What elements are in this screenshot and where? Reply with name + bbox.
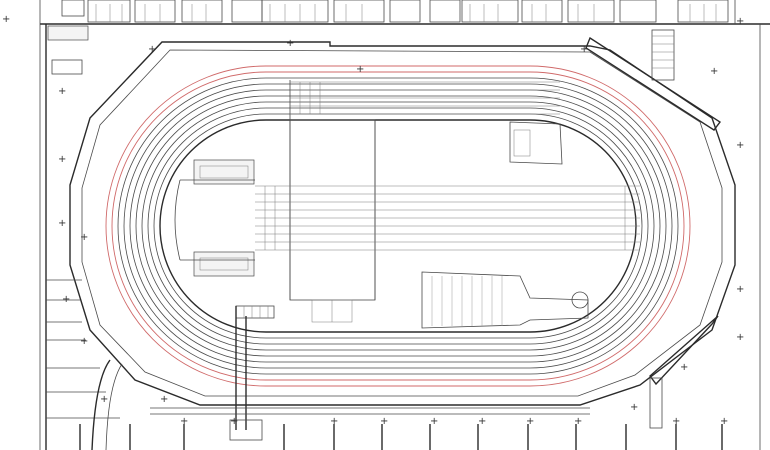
svg-text:+: + bbox=[148, 44, 156, 55]
svg-text:+: + bbox=[230, 416, 238, 427]
svg-text:+: + bbox=[430, 416, 438, 427]
svg-text:+: + bbox=[478, 416, 486, 427]
stair-core bbox=[229, 305, 275, 441]
bottom-columns bbox=[79, 424, 723, 450]
svg-text:+: + bbox=[574, 416, 582, 427]
svg-text:+: + bbox=[100, 394, 108, 405]
svg-text:+: + bbox=[736, 16, 744, 27]
svg-text:+: + bbox=[710, 66, 718, 77]
grid-markers: + + + + + + + + + + + + + + + + + + + + … bbox=[2, 14, 744, 427]
svg-text:+: + bbox=[380, 416, 388, 427]
svg-text:+: + bbox=[58, 154, 66, 165]
top-rooms-strip bbox=[39, 0, 770, 450]
infield bbox=[174, 80, 640, 329]
right-ramps bbox=[585, 24, 761, 450]
svg-text:+: + bbox=[672, 416, 680, 427]
svg-text:+: + bbox=[2, 14, 10, 25]
outer-shell bbox=[69, 41, 736, 406]
running-track bbox=[105, 65, 691, 387]
svg-text:+: + bbox=[630, 402, 638, 413]
svg-text:+: + bbox=[580, 44, 588, 55]
svg-text:+: + bbox=[62, 294, 70, 305]
svg-text:+: + bbox=[180, 416, 188, 427]
left-side-rooms bbox=[46, 59, 123, 450]
svg-text:+: + bbox=[160, 394, 168, 405]
svg-text:+: + bbox=[736, 332, 744, 343]
svg-text:+: + bbox=[356, 64, 364, 75]
svg-text:+: + bbox=[736, 140, 744, 151]
svg-text:+: + bbox=[58, 86, 66, 97]
svg-text:+: + bbox=[80, 232, 88, 243]
svg-text:+: + bbox=[58, 218, 66, 229]
svg-text:+: + bbox=[680, 362, 688, 373]
svg-text:+: + bbox=[526, 416, 534, 427]
svg-text:+: + bbox=[80, 336, 88, 347]
svg-text:+: + bbox=[720, 416, 728, 427]
svg-text:+: + bbox=[330, 416, 338, 427]
svg-text:+: + bbox=[736, 284, 744, 295]
svg-text:+: + bbox=[286, 38, 294, 49]
